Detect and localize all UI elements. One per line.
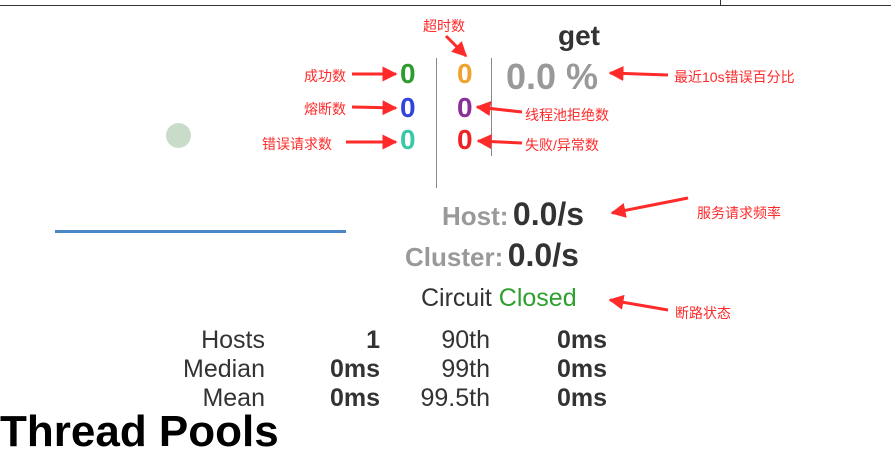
annotation-short-circuited: 熔断数 [304, 101, 346, 117]
command-title: get [558, 20, 600, 51]
host-rate-row: Host: 0.0/s [442, 196, 584, 233]
p995-label: 99.5th [420, 384, 490, 408]
bad-request-count: 0 [400, 124, 416, 155]
arrow-thread-pool-rejected [475, 101, 523, 116]
rate-sparkline [55, 230, 346, 233]
median-label: Median [183, 355, 265, 383]
counts-divider-left [436, 58, 437, 188]
failure-count: 0 [457, 124, 473, 155]
timeout-count: 0 [457, 58, 473, 89]
p99-label: 99th [441, 355, 490, 383]
mean-label: Mean [202, 384, 265, 408]
cluster-label: Cluster: [405, 242, 504, 272]
circuit-status-row: Circuit Closed [421, 284, 577, 313]
cluster-rate: 0.0/s [507, 237, 579, 273]
circuit-state: Closed [498, 284, 577, 312]
thread-pool-rejected-count: 0 [457, 92, 473, 123]
arrow-timeout [444, 34, 468, 58]
annotation-error-percent: 最近10s错误百分比 [674, 69, 795, 85]
arrow-failure [476, 134, 523, 150]
top-divider-tick [720, 0, 721, 5]
annotation-thread-pool-rejected: 线程池拒绝数 [525, 107, 609, 123]
annotation-request-rate: 服务请求频率 [697, 205, 781, 221]
host-label: Host: [442, 201, 509, 231]
error-percentage: 0.0 % [506, 56, 599, 97]
arrow-circuit-status [608, 294, 669, 312]
p99-value: 0ms [556, 355, 607, 383]
health-circle [166, 123, 191, 148]
hosts-value: 1 [366, 326, 380, 354]
arrow-short-circuited [351, 100, 398, 116]
annotation-success: 成功数 [304, 68, 346, 84]
annotation-circuit-status: 断路状态 [675, 305, 731, 321]
annotation-arrows [346, 34, 689, 312]
short-circuited-count: 0 [400, 92, 416, 123]
cluster-rate-row: Cluster: 0.0/s [405, 237, 579, 274]
median-value: 0ms [329, 355, 380, 383]
success-count: 0 [400, 58, 416, 89]
mean-value: 0ms [329, 384, 380, 408]
top-divider [0, 5, 891, 6]
host-rate: 0.0/s [512, 196, 585, 232]
arrow-request-rate [610, 196, 689, 218]
arrow-error-percent [608, 65, 669, 81]
counts-divider-right [491, 58, 492, 156]
p90-label: 90th [441, 326, 490, 354]
p995-value: 0ms [556, 384, 607, 408]
circuit-label: Circuit [421, 284, 492, 312]
annotation-bad-request: 错误请求数 [262, 136, 332, 152]
p90-value: 0ms [556, 326, 607, 354]
hosts-label: Hosts [201, 326, 265, 354]
latency-stats: Hosts Median Mean 1 0ms 0ms 90th 99th 99… [0, 326, 891, 408]
annotation-timeout: 超时数 [423, 18, 465, 34]
annotation-failure: 失败/异常数 [525, 137, 599, 153]
